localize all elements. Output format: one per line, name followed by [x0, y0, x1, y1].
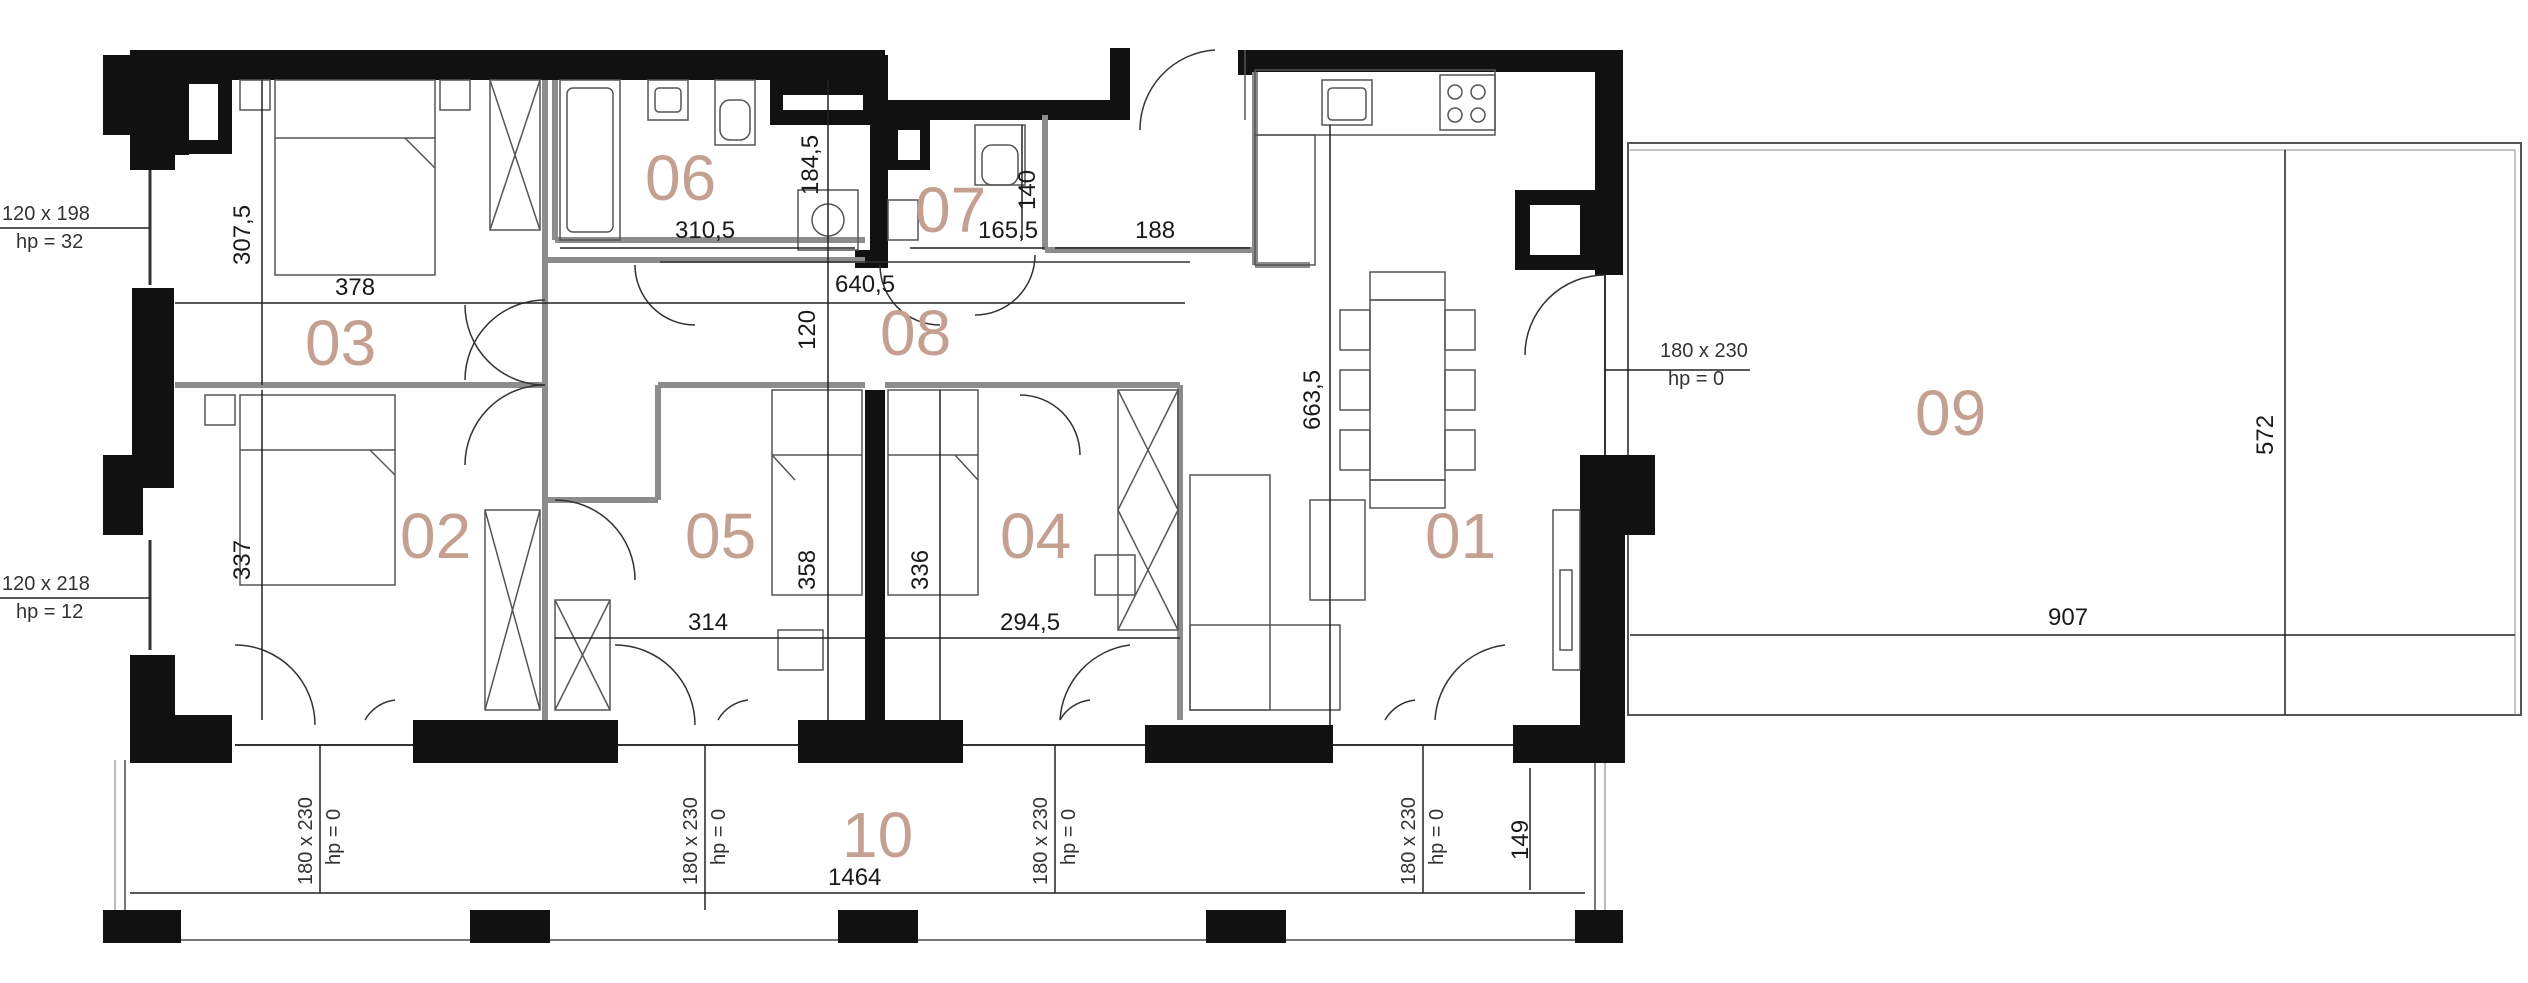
room-number-06: 06 [645, 142, 716, 214]
dimension-358: 358 [794, 550, 821, 590]
exterior-walls [103, 48, 1655, 763]
bed-bedroom-05 [771, 389, 863, 596]
balcony-door-3-size: 180 x 230 [1030, 797, 1052, 885]
dimension-165-5: 165,5 [978, 217, 1038, 244]
dimension-lines [0, 80, 2515, 910]
balcony-door-3-hp: hp = 0 [1058, 809, 1080, 865]
room-number-07: 07 [915, 174, 986, 246]
dimension-314: 314 [688, 609, 728, 636]
bathtub [559, 79, 621, 241]
room-number-04: 04 [1000, 500, 1071, 572]
dimension-294-5: 294,5 [1000, 609, 1060, 636]
partitions [175, 72, 1310, 720]
dimension-378: 378 [335, 274, 375, 301]
room-number-08: 08 [880, 297, 951, 369]
terrace-09 [1627, 142, 2522, 716]
window-1-size: 120 x 198 [2, 203, 90, 225]
room-number-10: 10 [842, 799, 913, 871]
window-1-hp: hp = 32 [16, 231, 83, 253]
window-2-hp: hp = 12 [16, 601, 83, 623]
balcony-door-2-size: 180 x 230 [680, 797, 702, 885]
dining-table [1369, 299, 1446, 481]
room-number-01: 01 [1425, 500, 1496, 572]
room-number-05: 05 [685, 500, 756, 572]
dimension-1464: 1464 [828, 864, 881, 891]
dimension-120: 120 [794, 310, 821, 350]
dimension-140: 140 [1014, 170, 1041, 210]
balcony-door-2-hp: hp = 0 [708, 809, 730, 865]
bed-bedroom-04 [887, 389, 979, 596]
balcony-10 [103, 760, 1623, 943]
window-3-size: 180 x 230 [1660, 340, 1748, 362]
dimension-640-5: 640,5 [835, 271, 895, 298]
dimension-663-5: 663,5 [1299, 370, 1326, 430]
balcony-door-1-size: 180 x 230 [295, 797, 317, 885]
balcony-door-1-hp: hp = 0 [323, 809, 345, 865]
balcony-door-4-size: 180 x 230 [1398, 797, 1420, 885]
window-3-hp: hp = 0 [1668, 368, 1724, 390]
room-number-02: 02 [400, 500, 471, 572]
bed-bedroom-02 [239, 394, 396, 586]
dimension-337: 337 [229, 540, 256, 580]
bed-bedroom-03 [274, 79, 436, 276]
sofa [1189, 474, 1271, 711]
furniture [204, 50, 1581, 711]
dimension-149: 149 [1507, 820, 1534, 860]
dimension-336: 336 [907, 550, 934, 590]
kitchen-counter [1254, 69, 1496, 136]
room-number-03: 03 [305, 307, 376, 379]
dimension-188: 188 [1135, 217, 1175, 244]
dimension-307-5: 307,5 [229, 205, 256, 265]
window-2-size: 120 x 218 [2, 573, 90, 595]
dimension-907: 907 [2048, 604, 2088, 631]
dimension-310-5: 310,5 [675, 217, 735, 244]
room-number-09: 09 [1915, 377, 1986, 449]
dimension-572: 572 [2252, 415, 2279, 455]
dimension-184-5: 184,5 [797, 135, 824, 195]
balcony-door-4-hp: hp = 0 [1426, 809, 1448, 865]
